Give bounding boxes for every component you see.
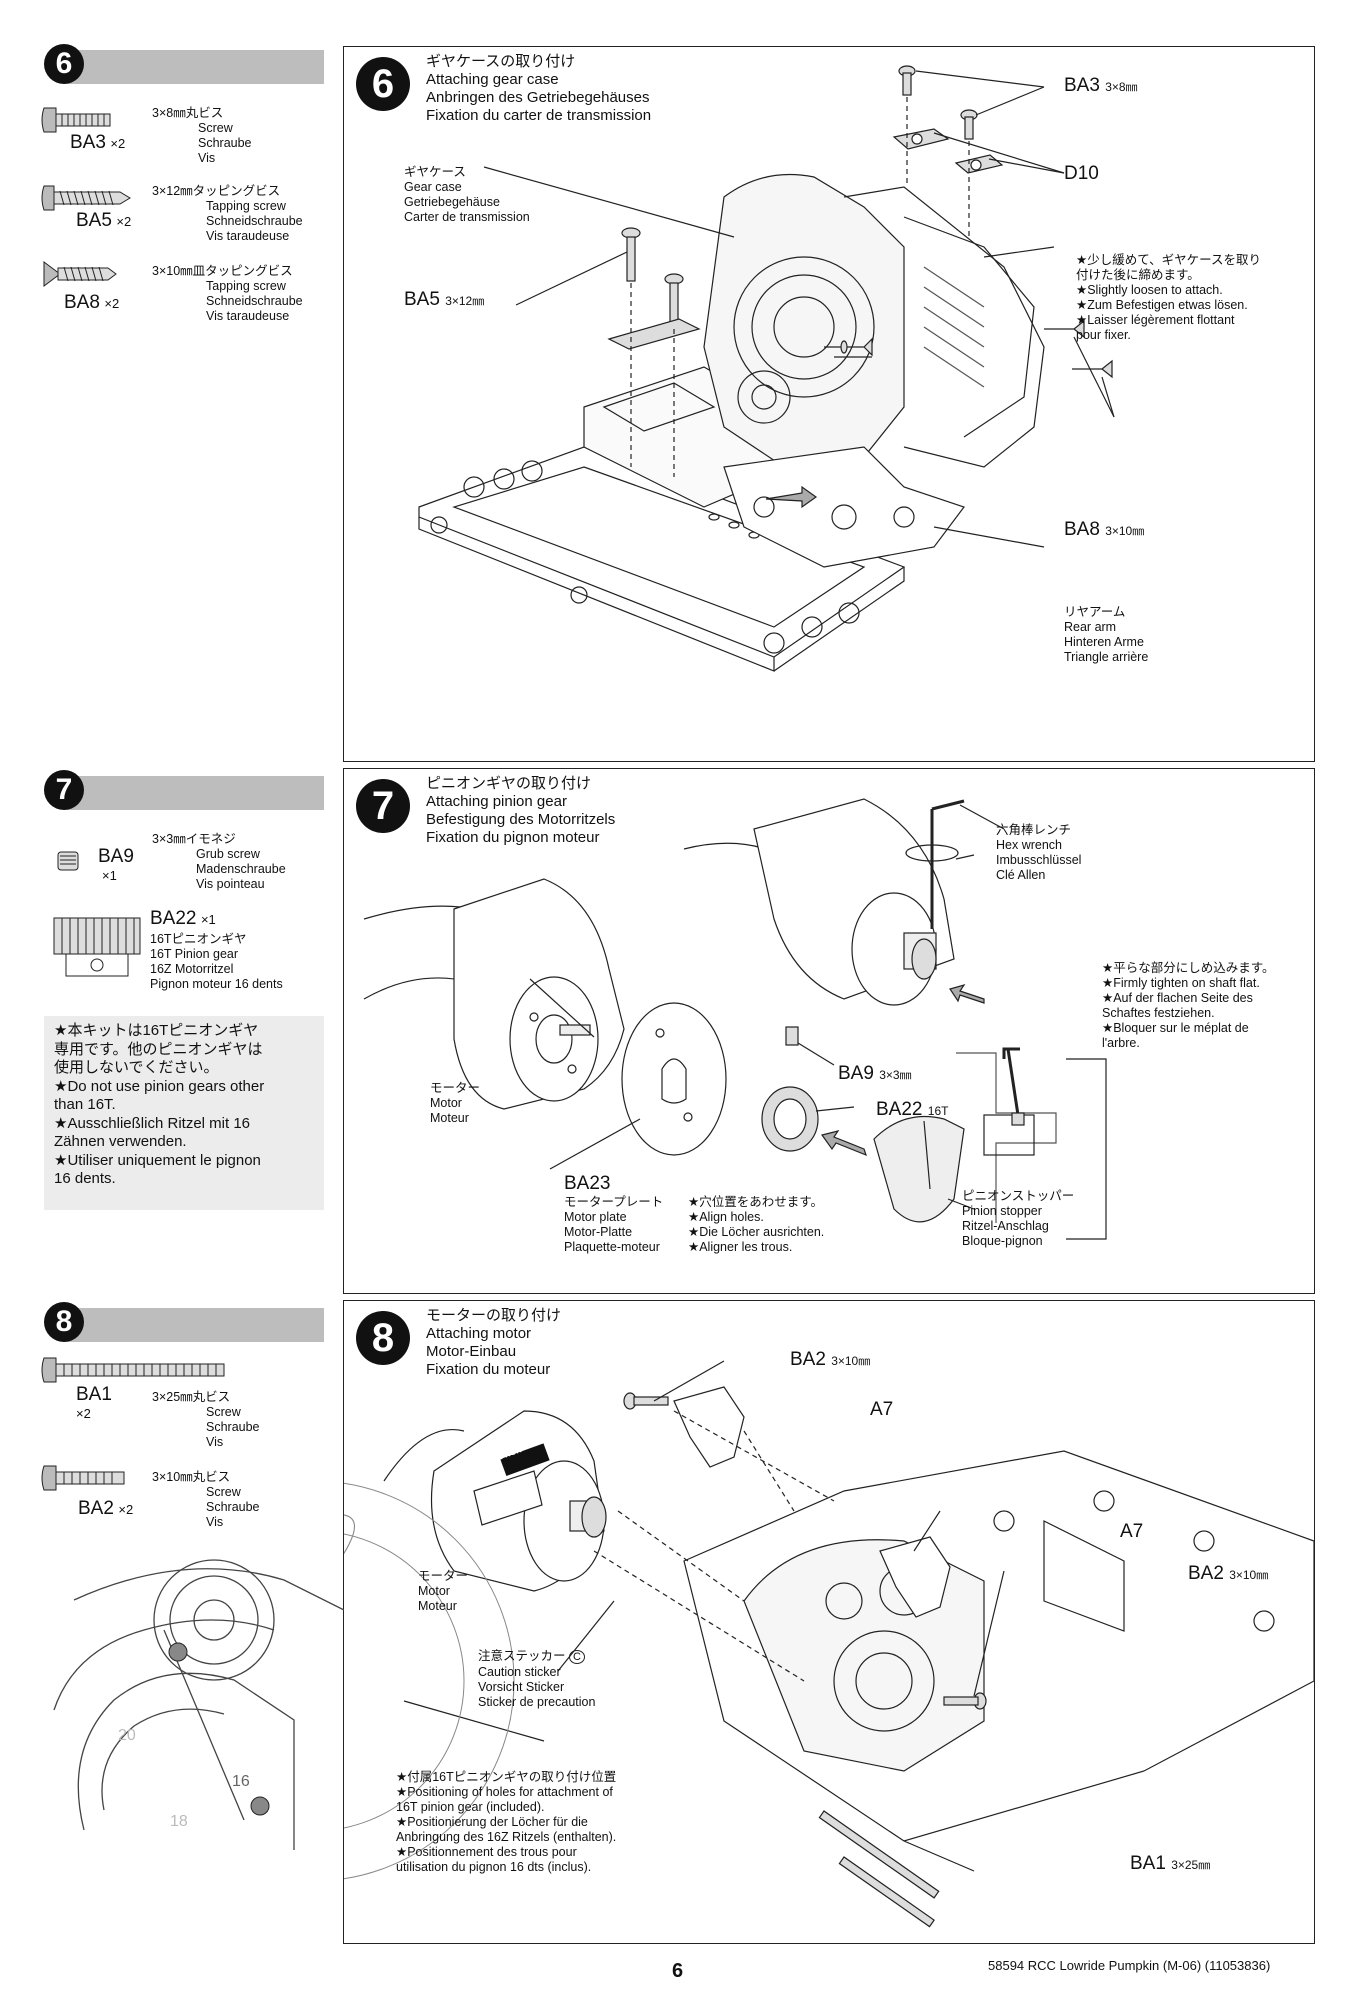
model-code: 58594 RCC Lowride Pumpkin (M-06) (110538… — [988, 1958, 1271, 1973]
dial-label-18: 18 — [170, 1813, 188, 1830]
callout-ba2-right: BA2 3×10㎜ — [1188, 1563, 1269, 1584]
step-6-badge: 6 — [356, 57, 410, 111]
callout-ba8: BA8 3×10㎜ — [1064, 519, 1145, 540]
step-8-panel: 8 モーターの取り付け Attaching motor Motor-Einbau… — [343, 1300, 1315, 1944]
part-ba2-code: BA2 ×2 — [78, 1498, 134, 1519]
step-7-badge: 7 — [356, 779, 410, 833]
part-ba2-desc: 3×10㎜丸ビス Screw Schraube Vis — [152, 1470, 260, 1529]
callout-loosen-note: ★少し緩めて、ギヤケースを取り 付けた後に締めます。 ★Slightly loo… — [1076, 253, 1261, 342]
pinion-warning-note: ★本キットは16Tピニオンギヤ 専用です。他のピニオンギヤは 使用しないでくださ… — [44, 1016, 324, 1210]
callout-tighten-note: ★平らな部分にしめ込みます。 ★Firmly tighten on shaft … — [1102, 961, 1275, 1050]
part-ba9-desc: 3×3㎜イモネジ Grub screw Madenschraube Vis po… — [152, 832, 286, 891]
callout-pinion-position: ★付属16Tピニオンギヤの取り付け位置 ★Positioning of hole… — [396, 1770, 617, 1874]
step-header-bar — [64, 776, 324, 810]
step-number-badge: 8 — [44, 1302, 84, 1342]
pinion-position-inset: 20 16 18 — [44, 1530, 344, 1910]
step-6-panel: 6 ギヤケースの取り付け Attaching gear case Anbring… — [343, 46, 1315, 762]
hole-marker-icon — [168, 1642, 188, 1662]
screw-ba3-icon — [41, 107, 111, 133]
callout-hex-wrench: 六角棒レンチ Hex wrench Imbusschlüssel Clé All… — [996, 823, 1082, 882]
dial-drawing: 20 16 18 — [53, 1559, 344, 1850]
step-header-bar — [64, 1308, 324, 1342]
page-number: 6 — [672, 1960, 684, 1982]
part-ba22-desc: 16Tピニオンギヤ 16T Pinion gear 16Z Motorritze… — [150, 932, 283, 991]
pinion-ba22-icon — [53, 917, 141, 977]
callout-rear-arm: リヤアーム Rear arm Hinteren Arme Triangle ar… — [1064, 605, 1149, 664]
part-ba5-code: BA5 ×2 — [76, 210, 132, 231]
part-ba1-desc: 3×25㎜丸ビス Screw Schraube Vis — [152, 1390, 260, 1449]
step-7-title: ピニオンギヤの取り付け Attaching pinion gear Befest… — [426, 775, 616, 846]
hole-marker-icon — [250, 1796, 270, 1816]
callout-d10: D10 — [1064, 163, 1099, 184]
gear-case-diagram — [418, 65, 1115, 672]
part-ba8-code: BA8 ×2 — [64, 292, 120, 313]
callout-ba3: BA3 3×8㎜ — [1064, 75, 1138, 96]
part-ba8-desc: 3×10㎜皿タッピングビス Tapping screw Schneidschra… — [152, 264, 303, 323]
callout-motor-8: モーター Motor Moteur — [418, 1569, 469, 1613]
part-ba3-desc: 3×8㎜丸ビス Screw Schraube Vis — [152, 106, 252, 165]
step-6-title: ギヤケースの取り付け Attaching gear case Anbringen… — [426, 53, 652, 124]
callout-ba1: BA1 3×25㎜ — [1130, 1853, 1211, 1874]
callout-caution-sticker: 注意ステッカー C Caution sticker Vorsicht Stick… — [478, 1649, 596, 1709]
screw-ba2-icon — [41, 1465, 125, 1491]
step-6-header: 6 — [44, 44, 324, 84]
pinion-gear-diagram — [363, 798, 1107, 1240]
part-ba9-code: BA9×1 — [98, 846, 134, 883]
step-7-panel: 7 ピニオンギヤの取り付け Attaching pinion gear Befe… — [343, 768, 1315, 1294]
callout-ba23: BA23 — [564, 1173, 611, 1194]
motor-attach-diagram — [344, 1360, 1314, 1928]
step-number-badge: 7 — [44, 770, 84, 810]
part-ba22-code: BA22 ×1 — [150, 908, 216, 929]
step-7-header: 7 — [44, 770, 324, 810]
screw-ba8-icon — [43, 261, 117, 287]
callout-ba5: BA5 3×12㎜ — [404, 289, 485, 310]
part-ba3-code: BA3 ×2 — [70, 132, 126, 153]
callout-gear-case: ギヤケース Gear case Getriebegehäuse Carter d… — [404, 165, 530, 224]
callout-motor-plate: モータープレート Motor plate Motor-Platte Plaque… — [564, 1195, 664, 1254]
step-number-badge: 6 — [44, 44, 84, 84]
caution-sticker-icon — [500, 1443, 550, 1476]
callout-ba2-top: BA2 3×10㎜ — [790, 1349, 871, 1370]
callout-ba9: BA9 3×3㎜ — [838, 1063, 912, 1084]
step-8-title: モーターの取り付け Attaching motor Motor-Einbau F… — [426, 1307, 562, 1378]
step-8-badge: 8 — [356, 1311, 410, 1365]
screw-ba5-icon — [41, 185, 131, 211]
step-header-bar — [64, 50, 324, 84]
callout-ba22: BA22 16T — [876, 1099, 949, 1120]
pinion-position-dial-icon — [344, 1482, 515, 1880]
callout-pinion-stopper: ピニオンストッパー Pinion stopper Ritzel-Anschlag… — [962, 1189, 1075, 1248]
grub-screw-ba9-icon — [57, 851, 79, 871]
screw-ba1-icon — [41, 1357, 225, 1383]
step-8-header: 8 — [44, 1302, 324, 1342]
dial-label-20: 20 — [118, 1727, 136, 1744]
callout-motor: モーター Motor Moteur — [430, 1081, 481, 1125]
part-ba5-desc: 3×12㎜タッピングビス Tapping screw Schneidschrau… — [152, 184, 303, 243]
dial-label-16: 16 — [232, 1773, 250, 1790]
callout-align-holes: ★穴位置をあわせます。 ★Align holes. ★Die Löcher au… — [688, 1195, 825, 1254]
callout-a7-top: A7 — [870, 1399, 894, 1420]
part-ba1-code: BA1×2 — [76, 1384, 112, 1421]
callout-a7-right: A7 — [1120, 1521, 1144, 1542]
